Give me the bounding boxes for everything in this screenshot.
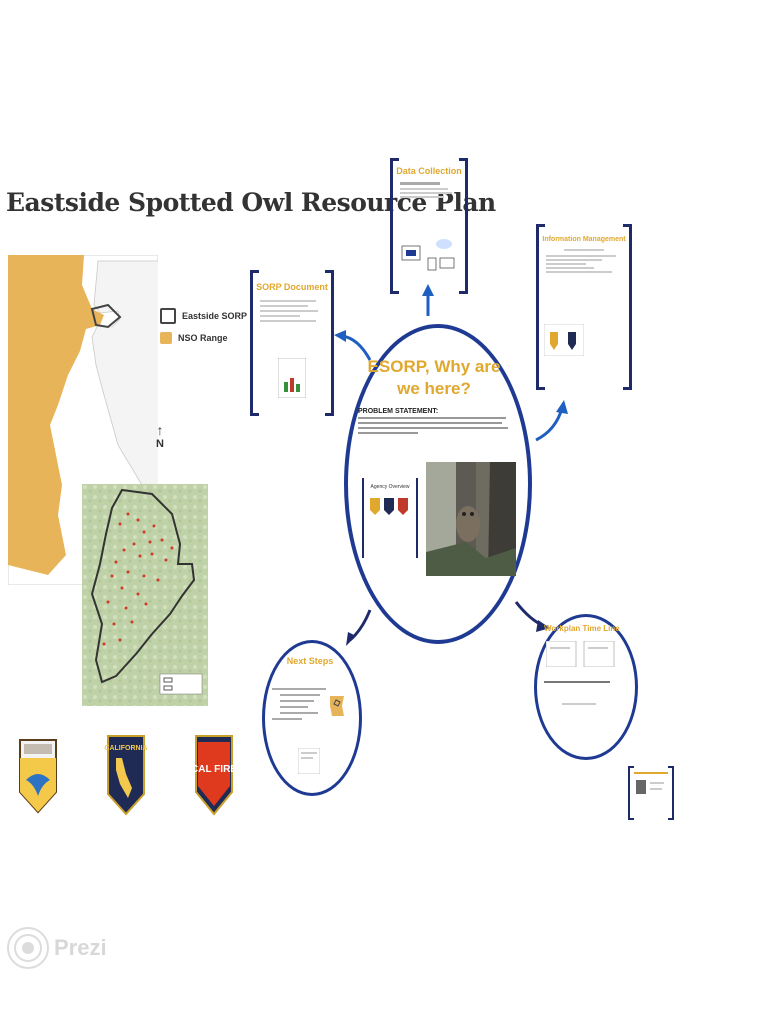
main-topic-content: ESORP, Why are we here? PROBLEM STATEMEN…: [358, 356, 510, 434]
workplan-timeline-content: Workplan Time Line: [544, 624, 630, 705]
next-steps-text: [272, 688, 348, 720]
legend-swatch-eastside: [160, 308, 176, 324]
prezi-watermark-text: Prezi: [54, 935, 107, 960]
legend-swatch-nso: [160, 332, 172, 344]
next-steps-content: Next Steps: [272, 656, 348, 774]
small-slide-thumbnail: [636, 780, 664, 794]
data-collection-title: Data Collection: [396, 166, 462, 176]
data-collection-frame[interactable]: Data Collection: [390, 158, 468, 294]
problem-statement-label: PROBLEM STATEMENT:: [358, 408, 439, 415]
north-arrow-icon: ↑: [156, 422, 164, 438]
next-steps-title: Next Steps: [286, 656, 334, 666]
sorp-document-frame[interactable]: SORP Document: [250, 270, 334, 416]
california-range-map: [8, 255, 158, 585]
map-legend: Eastside SORP NSO Range: [160, 308, 247, 352]
small-slide-frame[interactable]: [628, 766, 674, 820]
agency-logos-row: [370, 498, 408, 515]
workplan-timeline-title: Workplan Time Line: [544, 624, 620, 633]
workplan-timeline-footnote: [562, 703, 596, 705]
workplan-timeline-text: [544, 681, 610, 683]
legend-item-eastside-sorp: Eastside SORP: [160, 308, 247, 324]
information-management-frame[interactable]: Information Management: [536, 224, 632, 390]
workplan-timeline-cards: [546, 641, 615, 667]
usfws-logo: [19, 739, 57, 814]
sorp-document-thumbnail: [278, 358, 306, 398]
agency-overview-title: Agency Overview: [370, 484, 410, 490]
cal-fire-logo: CAL FIRE: [192, 735, 236, 816]
prezi-logo-icon: [7, 927, 49, 969]
problem-statement-text: [358, 417, 510, 434]
legend-label-eastside: Eastside SORP: [182, 311, 248, 321]
legend-item-nso-range: NSO Range: [160, 332, 247, 344]
prezi-watermark: Prezi: [6, 926, 107, 970]
workplan-timeline-circle[interactable]: [534, 614, 638, 760]
small-slide-title-bar: [634, 772, 668, 774]
next-steps-range-icon: [330, 696, 344, 716]
legend-label-nso: NSO Range: [178, 333, 228, 343]
connector-arrows: [334, 284, 568, 646]
information-management-text: [536, 243, 632, 273]
north-arrow: ↑ N: [156, 422, 164, 450]
main-topic-title: ESORP, Why are we here?: [367, 357, 501, 398]
next-steps-document-thumb: [298, 748, 320, 774]
svg-text:CAL FIRE: CAL FIRE: [192, 764, 236, 775]
california-fish-wildlife-logo: CALIFORNIA: [104, 735, 148, 816]
agency-overview-box[interactable]: Agency Overview: [362, 478, 418, 558]
sorp-document-title: SORP Document: [256, 282, 328, 292]
information-management-title: Information Management: [542, 236, 626, 243]
spotted-owl-photo: [426, 462, 516, 576]
sorp-document-text: [250, 292, 334, 322]
study-area-map: [82, 484, 208, 706]
data-flow-icon: [401, 239, 455, 271]
north-arrow-label: N: [156, 438, 164, 450]
svg-text:CALIFORNIA: CALIFORNIA: [104, 745, 147, 752]
data-collection-text: [390, 176, 468, 198]
information-management-badges: [544, 324, 584, 356]
